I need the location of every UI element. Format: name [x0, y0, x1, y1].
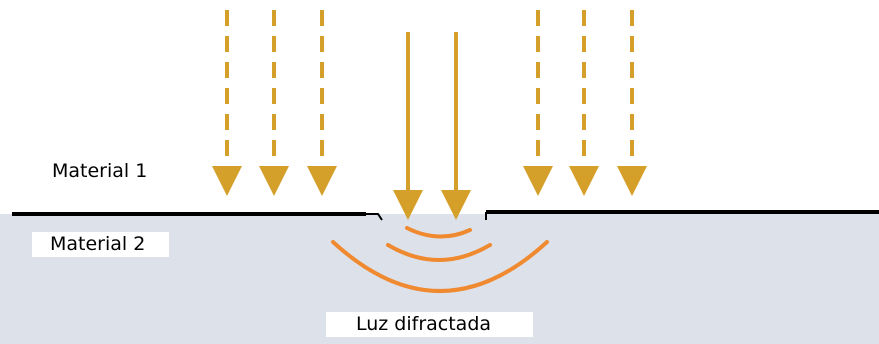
incident-arrows-left — [212, 10, 337, 196]
dashed-arrowhead-4 — [523, 166, 553, 196]
aperture-edge-left — [366, 213, 383, 221]
material-2-label: Material 2 — [32, 232, 170, 257]
transmitted-arrows — [393, 32, 471, 220]
wavefront-2 — [386, 243, 492, 262]
wavefront-1 — [405, 226, 472, 239]
dashed-arrowhead-2 — [259, 166, 289, 196]
dashed-arrowhead-6 — [617, 166, 647, 196]
solid-arrowhead-2 — [441, 190, 471, 220]
wavefront-3 — [331, 240, 549, 293]
dashed-arrowhead-1 — [212, 166, 242, 196]
diffracted-light-label: Luz difractada — [326, 312, 534, 337]
solid-arrowhead-1 — [393, 190, 423, 220]
dashed-arrowhead-3 — [307, 166, 337, 196]
dashed-arrowhead-5 — [569, 166, 599, 196]
material-1-label: Material 1 — [52, 160, 148, 182]
incident-arrows-right — [523, 10, 647, 196]
diffracted-wavefronts — [331, 226, 549, 293]
